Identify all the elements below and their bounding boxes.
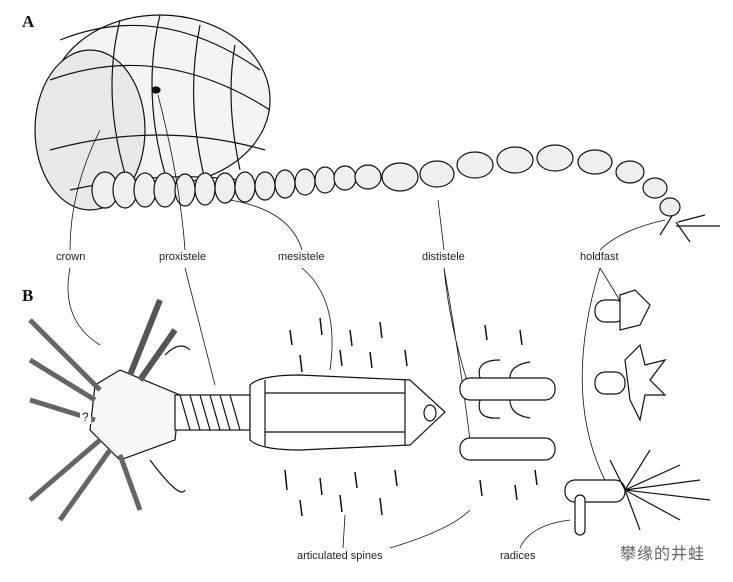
label-crown: crown bbox=[54, 251, 88, 263]
label-articulated-spines: articulated spines bbox=[295, 550, 385, 562]
watermark: 攀缘的井蛙 bbox=[620, 546, 706, 563]
label-question-mark: ? bbox=[80, 410, 91, 424]
label-proxistele: proxistele bbox=[157, 251, 209, 263]
label-dististele: dististele bbox=[420, 251, 467, 263]
crown-drawing-b bbox=[28, 298, 191, 522]
label-holdfast: holdfast bbox=[578, 251, 621, 263]
articulated-spines bbox=[284, 317, 538, 517]
panel-label-a: A bbox=[22, 12, 35, 31]
stem-drawing-a bbox=[91, 144, 720, 243]
holdfast-drawing-b bbox=[564, 289, 711, 536]
label-radices: radices bbox=[498, 550, 538, 562]
leader-lines bbox=[67, 94, 666, 549]
stele-drawing-b bbox=[174, 374, 446, 451]
label-mesistele: mesistele bbox=[276, 251, 327, 263]
panel-label-b: B bbox=[22, 286, 34, 305]
dististele-drawing-b bbox=[459, 359, 556, 461]
crown-drawing-a bbox=[34, 14, 271, 211]
